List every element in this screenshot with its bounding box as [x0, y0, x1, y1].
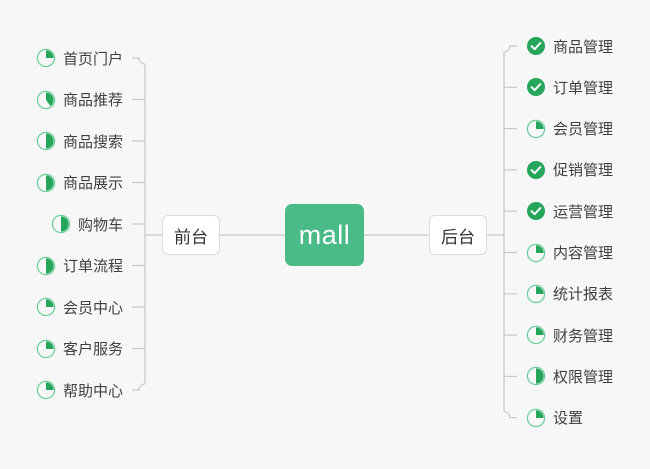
pie-progress-icon	[36, 380, 56, 400]
pie-progress-icon	[526, 408, 546, 427]
connector-path	[503, 45, 517, 53]
leaf-item-right-6[interactable]: 统计报表	[526, 281, 613, 307]
leaf-item-right-7[interactable]: 财务管理	[526, 322, 613, 348]
leaf-item-label: 订单流程	[62, 258, 123, 275]
check-circle-icon	[527, 37, 545, 55]
leaf-item-label: 商品展示	[62, 175, 123, 192]
check-circle-icon	[527, 160, 545, 179]
leaf-item-label: 帮助中心	[62, 382, 123, 400]
leaf-item-right-4[interactable]: 运营管理	[526, 198, 613, 224]
leaf-item-label: 运营管理	[553, 203, 614, 221]
leaf-item-right-9[interactable]: 设置	[526, 405, 583, 431]
leaf-item-left-0[interactable]: 首页门户	[36, 45, 123, 71]
leaf-item-left-1[interactable]: 商品推荐	[36, 87, 123, 113]
pie-progress-icon	[36, 48, 56, 68]
leaf-item-right-2[interactable]: 会员管理	[526, 116, 613, 142]
leaf-item-label: 会员中心	[62, 299, 123, 317]
leaf-item-label: 权限管理	[553, 368, 614, 386]
pie-progress-icon	[51, 214, 71, 234]
check-circle-icon	[527, 78, 545, 97]
leaf-item-label: 商品搜索	[62, 133, 123, 151]
leaf-item-label: 商品管理	[553, 38, 614, 56]
leaf-item-left-3[interactable]: 商品展示	[36, 170, 123, 196]
branch-node-frontend[interactable]: 前台	[162, 215, 220, 255]
branch-node-backend[interactable]: 后台	[429, 215, 487, 255]
leaf-item-left-5[interactable]: 订单流程	[36, 253, 123, 279]
leaf-item-right-1[interactable]: 订单管理	[526, 74, 613, 100]
pie-progress-icon	[526, 325, 546, 345]
leaf-item-right-5[interactable]: 内容管理	[526, 240, 613, 266]
leaf-item-label: 财务管理	[553, 327, 614, 345]
center-node-mall[interactable]: mall	[285, 204, 364, 266]
leaf-item-left-2[interactable]: 商品搜索	[36, 128, 123, 154]
leaf-item-left-6[interactable]: 会员中心	[36, 294, 123, 320]
leaf-item-left-8[interactable]: 帮助中心	[36, 377, 123, 403]
leaf-item-label: 客户服务	[62, 341, 123, 358]
leaf-item-left-4[interactable]: 购物车	[51, 211, 123, 237]
pie-progress-icon	[36, 131, 56, 151]
leaf-item-label: 内容管理	[553, 245, 614, 262]
pie-progress-icon	[36, 90, 56, 109]
connector-path	[132, 57, 146, 65]
leaf-item-label: 会员管理	[553, 121, 614, 139]
leaf-item-right-0[interactable]: 商品管理	[526, 33, 613, 59]
pie-progress-icon	[526, 243, 546, 262]
pie-progress-icon	[36, 297, 56, 317]
leaf-item-left-7[interactable]: 客户服务	[36, 336, 123, 362]
pie-progress-icon	[36, 173, 56, 192]
leaf-item-right-8[interactable]: 权限管理	[526, 363, 613, 389]
leaf-item-label: 统计报表	[553, 286, 614, 304]
pie-progress-icon	[526, 119, 546, 138]
leaf-item-label: 促销管理	[553, 162, 614, 180]
connector-path	[132, 383, 146, 391]
leaf-item-right-3[interactable]: 促销管理	[526, 157, 613, 183]
leaf-item-label: 首页门户	[62, 50, 123, 68]
pie-progress-icon	[36, 339, 56, 358]
pie-progress-icon	[36, 256, 56, 275]
leaf-item-label: 设置	[553, 410, 584, 428]
pie-progress-icon	[526, 367, 546, 386]
leaf-item-label: 购物车	[77, 216, 123, 234]
leaf-item-label: 商品推荐	[62, 92, 123, 109]
connector-path	[503, 411, 517, 419]
pie-progress-icon	[526, 284, 546, 304]
check-circle-icon	[527, 202, 545, 221]
leaf-item-label: 订单管理	[553, 79, 614, 97]
